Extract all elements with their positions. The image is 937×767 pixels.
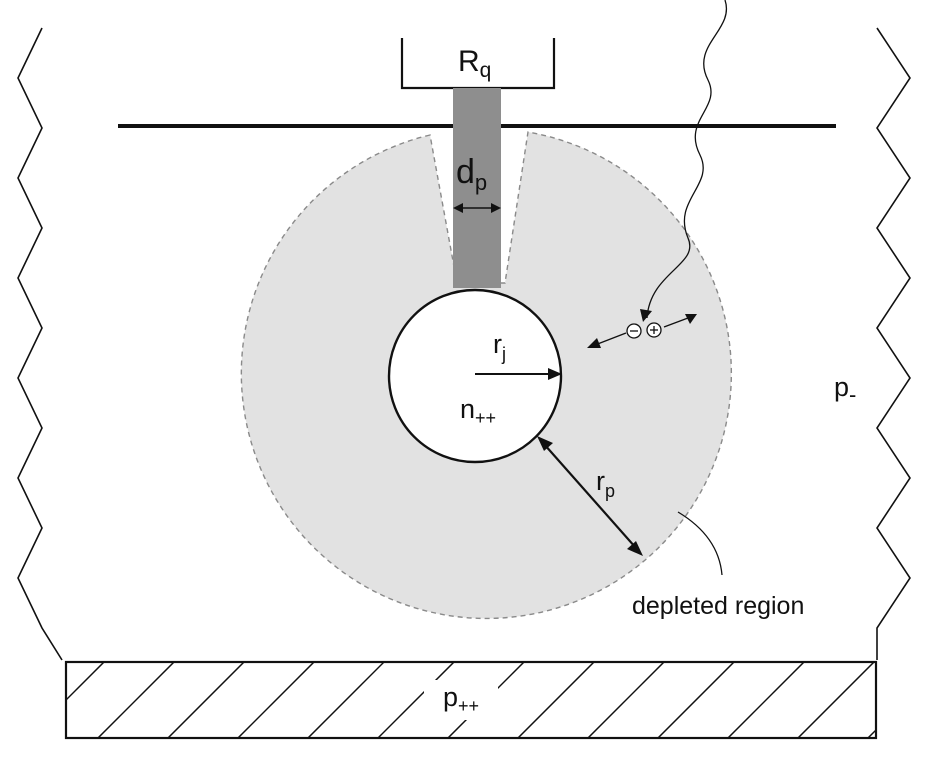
depletion-radius-arrowhead-outer <box>627 541 643 556</box>
left-break-line <box>17 27 63 661</box>
backplane-label-bg <box>424 680 498 720</box>
depletion-radius-arrowhead-inner <box>537 436 553 451</box>
backplane-label: p++ <box>443 682 479 716</box>
carrier-drift-arrowhead-right <box>685 314 697 324</box>
substrate-label: p- <box>834 372 856 407</box>
junction-radius-arrowhead <box>548 368 562 380</box>
carrier-drift-line-left <box>594 332 627 346</box>
photon-path <box>646 0 728 319</box>
photon-arrowhead <box>640 309 652 322</box>
carrier-drift-arrowhead-left <box>587 338 601 348</box>
n-region-label: n++ <box>460 394 496 428</box>
junction-radius-label: rj <box>493 329 506 364</box>
pillar <box>453 88 501 288</box>
carrier-drift-line-right <box>663 317 689 328</box>
resistor-label: Rq <box>458 45 491 82</box>
pillar-width-arrowhead-right <box>491 203 501 213</box>
pillar-width-arrowhead-left <box>453 203 463 213</box>
depletion-radius-arrow-line <box>543 443 637 549</box>
pillar-width-label: dp <box>456 153 487 195</box>
depleted-region-leader <box>677 511 723 576</box>
depletion-radius-label: rp <box>596 466 615 501</box>
n-plus-plus-region <box>387 288 563 464</box>
depleted-region-label: depleted region <box>632 592 804 620</box>
right-break-line <box>876 27 911 660</box>
